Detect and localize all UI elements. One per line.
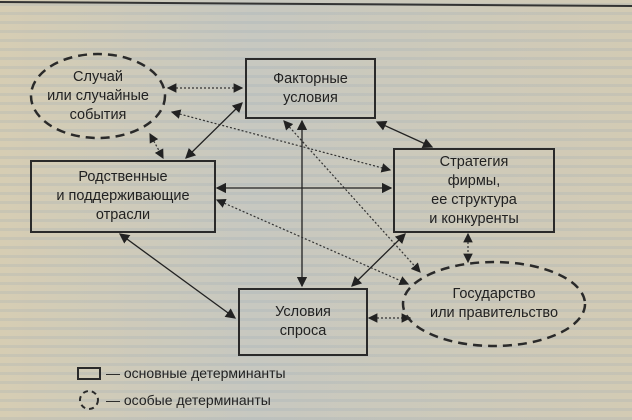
chance-line: события	[69, 106, 127, 123]
node-government: Государство или правительство	[403, 262, 585, 346]
node-firm-strategy: Стратегия фирмы, ее структура и конкурен…	[393, 148, 555, 233]
legend-main-label: — основные детерминанты	[106, 365, 286, 381]
legend-box-icon	[77, 367, 101, 380]
chance-line: или случайные	[47, 87, 149, 104]
demand-line: Условия	[275, 304, 331, 320]
legend-dashed-icon	[79, 390, 99, 410]
related-line: Родственные	[78, 169, 168, 185]
related-line: отрасли	[95, 207, 151, 223]
legend-special-label: — особые детерминанты	[106, 392, 271, 408]
node-related-industries: Родственные и поддерживающие отрасли	[30, 160, 216, 233]
arrow-factor-related	[185, 102, 243, 159]
node-chance: Случай или случайные события	[31, 54, 165, 138]
government-line: или правительство	[429, 305, 559, 321]
government-line: Государство	[452, 286, 536, 302]
factor-line: условия	[283, 89, 338, 106]
dotted-chance-related	[149, 132, 164, 160]
strategy-line: Стратегия	[439, 153, 509, 170]
strategy-line: ее структура	[431, 191, 517, 208]
dotted-chance-strategy	[170, 109, 392, 173]
chance-line: Случай	[73, 68, 123, 85]
strategy-line: и конкуренты	[429, 210, 519, 227]
strategy-line: фирмы,	[447, 172, 501, 189]
dotted-factor-government	[283, 120, 421, 273]
arrow-factor-strategy	[375, 121, 434, 148]
arrow-strategy-demand	[351, 233, 406, 287]
node-demand-conditions: Условия спроса	[238, 288, 368, 356]
chance-ellipse	[29, 52, 167, 140]
government-ellipse	[401, 260, 587, 348]
top-rule	[0, 1, 632, 7]
demand-line: спроса	[279, 323, 327, 339]
related-line: и поддерживающие	[56, 188, 190, 204]
factor-line: Факторные	[273, 70, 348, 87]
node-factor-conditions: Факторные условия	[245, 58, 376, 119]
dotted-related-government	[215, 198, 410, 286]
arrow-related-demand	[118, 233, 237, 319]
